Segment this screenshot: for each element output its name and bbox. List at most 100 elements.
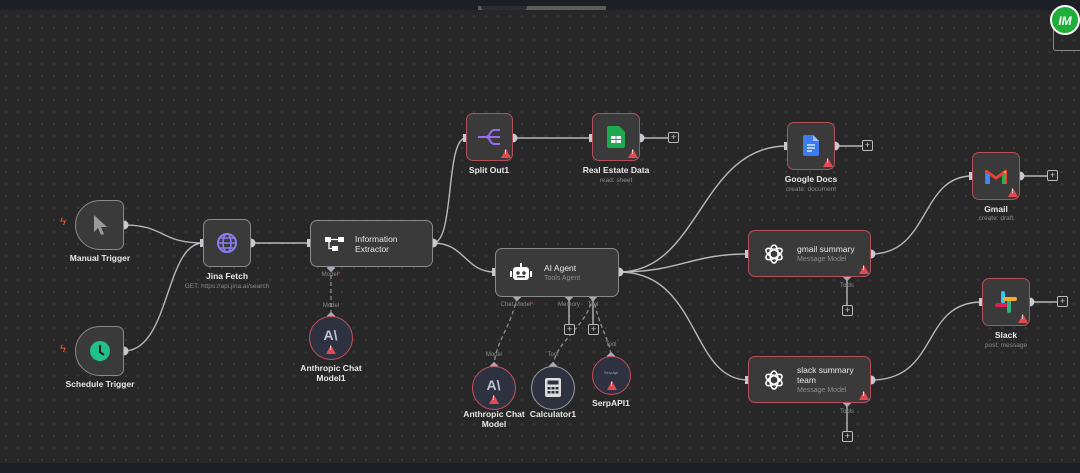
openai-icon <box>765 369 783 390</box>
bottom-bar <box>0 463 1080 473</box>
anthropic-chat-model1-label-line2: Model1 <box>316 373 346 383</box>
wire-extractor-to-splitout <box>432 137 467 244</box>
wire-agent-to-gmailsummary <box>618 253 749 273</box>
agent-tool-port-label: Tool <box>587 302 599 308</box>
warning-icon <box>501 149 511 158</box>
warning-icon <box>628 149 638 158</box>
add-node-after-real-estate-button[interactable]: + <box>668 132 679 143</box>
warning-icon <box>823 158 833 167</box>
logo-frame <box>1053 26 1080 51</box>
warning-icon <box>607 381 617 390</box>
agent-memory-port-label: Memory <box>558 302 580 308</box>
slack-sublabel: post: message <box>984 342 1028 349</box>
slack-summary-title-line2: team <box>797 375 816 385</box>
slack-summary-title-line1: slack summary <box>797 365 854 375</box>
trigger-bolt-icon: ϟ <box>60 216 66 228</box>
warning-icon <box>489 395 499 404</box>
globe-icon <box>217 233 237 253</box>
warning-icon <box>859 265 869 274</box>
wire-slacksummary-to-slack <box>870 301 983 381</box>
manual-trigger-label: Manual Trigger <box>69 253 131 263</box>
calculator-icon <box>545 378 561 397</box>
google-docs-icon <box>803 135 819 156</box>
real-estate-data-sublabel: read: sheet <box>599 177 633 184</box>
wire-manual-to-jina <box>123 224 204 244</box>
google-docs-node[interactable] <box>787 122 835 170</box>
workflow-canvas[interactable] <box>0 10 1080 463</box>
cursor-icon <box>94 215 107 235</box>
hierarchy-icon <box>325 236 344 251</box>
gmail-label: Gmail <box>984 204 1008 214</box>
serpapi1-node[interactable]: SerpApi <box>592 356 631 395</box>
wire-extractor-to-agent <box>432 242 496 273</box>
add-node-after-slack-button[interactable]: + <box>1057 296 1068 307</box>
wire-agent-to-docs <box>618 145 788 273</box>
split-out1-label: Split Out1 <box>468 165 510 175</box>
gmail-summary-subtitle: Message Model <box>797 256 847 263</box>
anthropic-icon: A\ <box>486 377 501 393</box>
anthropic-chat-model-label-line2: Model <box>481 419 507 429</box>
warning-icon <box>326 345 336 354</box>
add-node-after-docs-button[interactable]: + <box>862 140 873 151</box>
brand-logo[interactable]: IM <box>1050 5 1080 35</box>
gmail-node[interactable] <box>972 152 1020 200</box>
slack-label: Slack <box>994 330 1018 340</box>
serpapi-port-label: Tool <box>605 342 617 348</box>
calculator-port-label: Tool <box>547 352 559 358</box>
anthropic-chat-model1-label-line1: Anthropic Chat <box>300 363 362 373</box>
wire-agent-to-slacksummary <box>618 271 749 381</box>
information-extractor-title-line2: Extractor <box>355 243 390 254</box>
real-estate-data-label: Real Estate Data <box>582 165 650 175</box>
warning-icon <box>859 391 869 400</box>
google-docs-label: Google Docs <box>784 174 838 184</box>
slack-summary-subtitle: Message Model <box>797 387 847 394</box>
ai-agent-subtitle: Tools Agent <box>544 275 581 282</box>
ai-agent-title: AI Agent <box>544 263 577 273</box>
jina-fetch-node[interactable] <box>203 219 251 267</box>
add-slack-summary-tool-button[interactable]: + <box>842 431 853 442</box>
split-icon <box>478 129 500 145</box>
anthropic-chat-model-label-line1: Anthropic Chat <box>463 409 525 419</box>
information-extractor-title-line1: Information <box>355 233 398 244</box>
slack-summary-tools-port-label: Tools <box>839 409 855 415</box>
calculator1-label: Calculator1 <box>529 409 577 419</box>
add-tool-button[interactable]: + <box>588 324 599 335</box>
openai-icon <box>765 243 783 264</box>
slack-icon <box>995 291 1017 313</box>
wire-agent-serpapi <box>592 296 612 357</box>
schedule-trigger-node[interactable] <box>75 326 124 376</box>
anthropic-model-port-label: Model <box>485 352 503 358</box>
robot-icon <box>510 262 532 280</box>
google-sheets-icon <box>607 126 625 148</box>
warning-icon <box>1008 188 1018 197</box>
real-estate-data-node[interactable] <box>592 113 640 161</box>
slack-node[interactable] <box>982 278 1030 326</box>
split-out1-node[interactable] <box>466 113 513 161</box>
schedule-trigger-label: Schedule Trigger <box>65 379 135 389</box>
add-memory-button[interactable]: + <box>564 324 575 335</box>
gmail-sublabel: create: draft <box>978 215 1014 222</box>
anthropic-chat-model-node[interactable]: A\ <box>472 366 516 410</box>
serpapi1-label: SerpAPI1 <box>592 398 630 408</box>
google-docs-sublabel: create: document <box>785 186 837 193</box>
anthropic-icon: A\ <box>323 327 338 343</box>
agent-chat-model-port-label: Chat Model* <box>500 302 534 308</box>
gmail-icon <box>985 169 1007 184</box>
wire-agent-chatmodel <box>493 296 518 367</box>
wire-gmailsummary-to-gmail <box>870 175 973 255</box>
trigger-bolt-icon: ϟ <box>60 343 66 355</box>
add-node-after-gmail-button[interactable]: + <box>1047 170 1058 181</box>
calculator1-node[interactable] <box>531 366 575 410</box>
clock-icon <box>90 341 110 361</box>
port-text: Model <box>321 272 338 278</box>
anthropic-chat-model1-node[interactable]: A\ <box>309 316 353 360</box>
manual-trigger-node[interactable] <box>75 200 124 250</box>
warning-icon <box>1018 314 1028 323</box>
add-gmail-summary-tool-button[interactable]: + <box>842 305 853 316</box>
anthropic-model1-port-label: Model <box>322 303 340 309</box>
port-text: Chat Model <box>500 302 532 308</box>
